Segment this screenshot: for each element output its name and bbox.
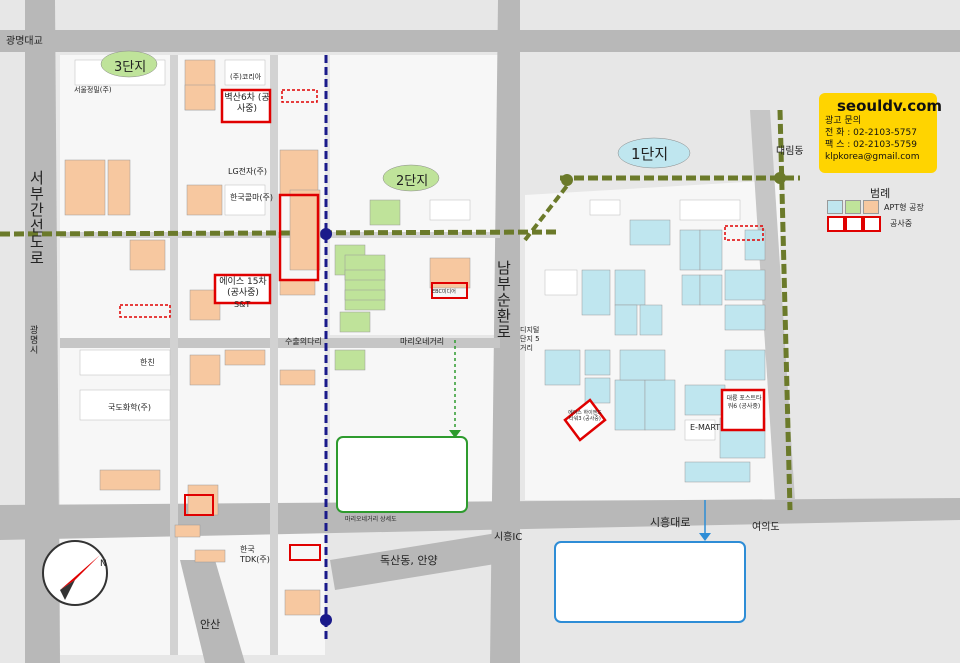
suchul-label: 수출의다리 bbox=[285, 337, 322, 346]
ad-title: 광고 문의 bbox=[825, 116, 861, 126]
anyang-road bbox=[180, 560, 245, 663]
station-daerim[interactable] bbox=[774, 172, 786, 184]
ad-email[interactable]: klpkorea@gmail.com bbox=[825, 152, 920, 162]
legend-construction: 공사중 bbox=[890, 219, 913, 228]
legend-swatch-red2 bbox=[845, 216, 863, 232]
doksan-label: 독산동, 안양 bbox=[380, 554, 438, 567]
complex3-south-buildings bbox=[79, 349, 321, 616]
legend-swatch-green bbox=[845, 200, 861, 214]
ad-fax: 팩 스 : 02-2103-5759 bbox=[825, 140, 917, 150]
doksan-road bbox=[330, 530, 520, 590]
legend-swatch-red3 bbox=[863, 216, 881, 232]
kookdong-label: 국도화학(주) bbox=[108, 403, 152, 412]
digital-5-label: 디지털 단지 5거리 bbox=[520, 326, 540, 352]
ad-domain[interactable]: seouldv.com bbox=[837, 97, 943, 115]
daeryung6-label: 대륭 포스트타워6 (공사중) bbox=[726, 395, 762, 410]
ebc-label: EBC미디어 bbox=[432, 289, 456, 295]
siheung-ic-label: 시흥IC bbox=[494, 532, 523, 543]
byeoksan6-site[interactable] bbox=[220, 88, 272, 124]
road-nambu-label: 남부순환로 bbox=[497, 259, 511, 341]
ad-box[interactable]: seouldv.com 광고 문의 전 화 : 02-2103-5757 팩 스… bbox=[819, 93, 943, 173]
hankook-label: 한국콜마(주) bbox=[230, 193, 274, 202]
tdk-label: 한국 TDK(주) bbox=[240, 545, 270, 564]
marioo-detail-label: 마리오네거리 상세도 bbox=[345, 516, 397, 523]
complex1-label: 1단지 bbox=[631, 145, 669, 163]
seobu-road bbox=[25, 0, 60, 663]
legend-swatch-cyan bbox=[827, 200, 843, 214]
construction-sites bbox=[119, 88, 766, 561]
emart-label: E-MART bbox=[690, 423, 721, 432]
compass-icon: N bbox=[42, 540, 108, 606]
daeryung6-site[interactable] bbox=[720, 388, 766, 432]
legend-apt: APT형 공장 bbox=[884, 203, 924, 212]
suchul-road bbox=[60, 338, 500, 348]
road-yeouido-label: 여의도 bbox=[752, 522, 780, 533]
complex2-label: 2단지 bbox=[396, 174, 429, 189]
ace-tower3-site[interactable] bbox=[563, 398, 607, 442]
lg-label: LG전자(주) bbox=[228, 167, 267, 176]
station-doksan[interactable] bbox=[320, 614, 332, 626]
station-digital[interactable] bbox=[561, 174, 573, 186]
road-seobu-label: 서부간선도로 bbox=[30, 169, 44, 267]
hanchin-label: 한친 bbox=[140, 358, 155, 367]
legend-swatch-orange bbox=[863, 200, 879, 214]
ace-tower3-label: 에이스 하이엔드 타워3 (공사중) bbox=[568, 410, 602, 422]
ansan-label: 안산 bbox=[200, 618, 221, 631]
gwangmyeong-city-label: 광명시 bbox=[30, 326, 39, 356]
korea-label: (주)코리아 bbox=[230, 73, 262, 81]
seoul-dv-label: 서울정밀(주) bbox=[74, 86, 112, 94]
road-gwangmyeong-label: 광명대교 bbox=[6, 36, 43, 47]
legend-swatch-red1 bbox=[827, 216, 845, 232]
siheung-road bbox=[0, 498, 960, 540]
st-label: S&T bbox=[234, 300, 251, 309]
complex1-buildings bbox=[544, 199, 766, 483]
station-gasan[interactable] bbox=[320, 228, 332, 240]
digital-detail-box[interactable] bbox=[554, 541, 746, 623]
nambu-road bbox=[490, 0, 520, 663]
ace15-site[interactable] bbox=[213, 273, 272, 305]
gwangmyeong-road bbox=[0, 30, 960, 52]
ace15-label: 에이스 15차 (공사중) bbox=[219, 277, 267, 298]
marioo-detail-box[interactable] bbox=[336, 436, 468, 513]
daerim-label: 대림동 bbox=[776, 146, 804, 157]
complex3-label: 3단지 bbox=[114, 60, 147, 75]
ad-phone[interactable]: 전 화 : 02-2103-5757 bbox=[825, 128, 917, 138]
svg-text:N: N bbox=[100, 559, 107, 569]
legend-title: 범례 bbox=[870, 187, 891, 200]
legend: 범례 APT형 공장 공사중 bbox=[822, 183, 952, 233]
marioo-label: 마리오네거리 bbox=[400, 337, 445, 346]
byeoksan6-label: 벽산6차 (공사중) bbox=[224, 93, 270, 114]
daerim-road bbox=[750, 110, 795, 500]
road-siheung-label: 시흥대로 bbox=[650, 516, 691, 529]
